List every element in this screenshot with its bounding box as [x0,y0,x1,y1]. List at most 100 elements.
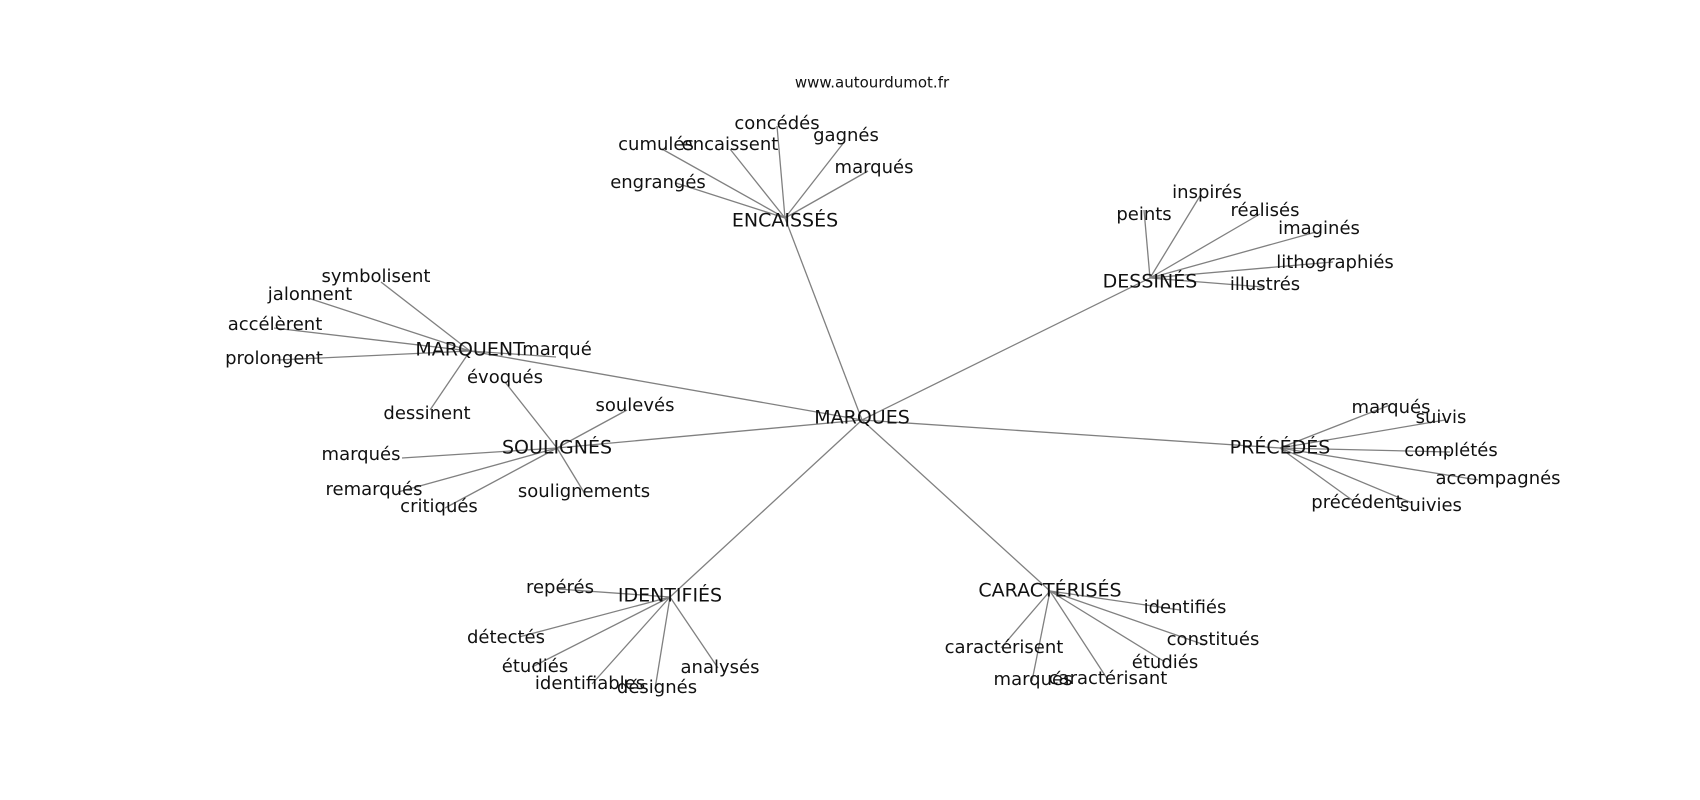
edge-root-to-hub [861,277,1151,421]
edge-hub-to-leaf [307,297,471,352]
edge-root-to-hub [861,419,1281,449]
leaf-word-node[interactable]: marqué [522,339,592,360]
graph-labels: engrangés cumulésencaissentconcédésgagnés… [225,113,1560,698]
leaf-word-node[interactable]: concédés [734,113,819,134]
edge-hub-to-leaf [1049,590,1109,681]
edge-hub-to-leaf [1279,419,1446,449]
leaf-word-node[interactable]: analysés [681,657,760,678]
leaf-word-node[interactable]: évoqués [467,367,543,388]
source-watermark: www.autourdumot.fr [795,74,950,92]
leaf-word-node[interactable]: illustrés [1230,274,1300,295]
edge-hub-to-leaf [556,409,628,449]
edge-hub-to-leaf [273,327,471,352]
edge-hub-to-leaf [1049,590,1181,611]
edge-root-to-hub [784,217,863,421]
edge-hub-to-leaf [675,182,786,219]
leaf-word-node[interactable]: engrangés [610,172,706,193]
leaf-word-node[interactable]: constitués [1167,629,1260,650]
edge-hub-to-leaf [1149,195,1201,279]
leaf-word-node[interactable]: dessinent [383,403,470,424]
root-word-node[interactable]: MARQUES [814,407,910,429]
leaf-word-node[interactable]: cumulés [618,134,694,155]
edge-hub-to-leaf [1049,590,1206,646]
edge-hub-to-leaf [1149,261,1334,279]
leaf-word-node[interactable]: gagnés [813,125,879,146]
edge-hub-to-leaf [504,381,558,449]
edge-root-to-hub [469,350,863,421]
edge-hub-to-leaf [784,170,869,219]
edge-hub-to-leaf [557,588,671,598]
hub-word-node[interactable]: IDENTIFIÉS [618,584,722,607]
edge-root-to-hub [669,419,863,598]
leaf-word-node[interactable]: suivies [1400,495,1462,516]
leaf-word-node[interactable]: encaissent [682,134,779,155]
edge-hub-to-leaf [401,447,558,459]
edge-hub-to-leaf [1279,447,1413,504]
leaf-word-node[interactable]: soulevés [596,395,675,416]
leaf-word-node[interactable]: jalonnent [267,284,352,305]
edge-hub-to-leaf [1279,447,1353,501]
leaf-word-node[interactable]: marqués [994,669,1073,690]
graph-edges [273,125,1479,690]
edge-hub-to-leaf [1049,590,1166,663]
edge-hub-to-leaf [1031,590,1051,682]
edge-hub-to-leaf [276,350,471,361]
edge-hub-to-leaf [1279,447,1479,481]
edge-hub-to-leaf [669,596,719,669]
hub-word-node[interactable]: PRÉCÉDÉS [1230,436,1331,459]
leaf-word-node[interactable]: identifiables [535,673,645,694]
leaf-word-node[interactable]: prolongent [225,348,323,369]
leaf-word-node[interactable]: complétés [1404,440,1497,461]
edge-hub-to-leaf [1279,447,1451,453]
leaf-word-node[interactable]: soulignements [518,481,650,502]
leaf-word-node[interactable]: marqués [322,444,401,465]
edge-hub-to-leaf [556,447,586,495]
edge-hub-to-leaf [380,281,471,352]
edge-hub-to-leaf [397,447,558,493]
leaf-word-node[interactable]: accompagnés [1435,468,1560,489]
leaf-word-node[interactable]: détectés [467,627,545,648]
edge-hub-to-leaf [1149,213,1261,279]
leaf-word-node[interactable]: imaginés [1278,218,1360,239]
leaf-word-node[interactable]: suivis [1416,407,1467,428]
edge-hub-to-leaf [591,596,671,685]
edge-root-to-hub [861,419,1051,592]
leaf-word-node[interactable]: caractérisent [945,637,1064,658]
hub-word-node[interactable]: SOULIGNÉS [502,436,612,459]
edge-hub-to-leaf [784,140,846,219]
edge-hub-to-leaf [531,596,671,668]
edge-hub-to-leaf [1279,404,1391,449]
leaf-word-node[interactable]: critiqués [400,496,478,517]
leaf-word-node[interactable]: identifiés [1144,597,1227,618]
leaf-word-node[interactable]: réalisés [1231,200,1300,221]
leaf-word-node[interactable]: remarqués [325,479,422,500]
leaf-word-node[interactable]: caractérisant [1049,668,1168,689]
edge-hub-to-leaf [429,350,471,411]
hub-word-node[interactable]: MARQUENT [415,339,525,361]
leaf-word-node[interactable]: marqués [1352,397,1431,418]
leaf-word-node[interactable]: précédent [1311,492,1402,513]
leaf-word-node[interactable]: peints [1116,204,1171,225]
hub-word-node[interactable]: CARACTÉRISÉS [978,579,1121,602]
hub-word-node[interactable]: ENCAISSÉS [732,209,838,232]
edge-hub-to-leaf [729,148,786,219]
edge-hub-to-leaf [469,350,557,358]
leaf-word-node[interactable]: symbolisent [322,266,431,287]
edge-hub-to-leaf [654,596,671,690]
edge-hub-to-leaf [1143,209,1151,279]
edge-hub-to-leaf [1149,231,1317,279]
leaf-word-node[interactable]: désignés [617,677,697,698]
leaf-word-node[interactable]: étudiés [502,656,568,677]
edge-hub-to-leaf [776,125,786,219]
hub-word-node[interactable]: DESSINÉS [1103,270,1198,293]
leaf-word-node[interactable]: accélèrent [228,314,323,335]
edge-root-to-hub [556,419,863,449]
leaf-word-node[interactable]: marqués [835,157,914,178]
leaf-word-node[interactable]: inspirés [1172,182,1242,203]
edge-hub-to-leaf [518,596,671,638]
edge-hub-to-leaf [1000,590,1051,649]
leaf-word-node[interactable]: étudiés [1132,652,1198,673]
leaf-word-node[interactable]: lithographiés [1276,252,1394,273]
leaf-word-node[interactable]: repérés [526,577,594,598]
